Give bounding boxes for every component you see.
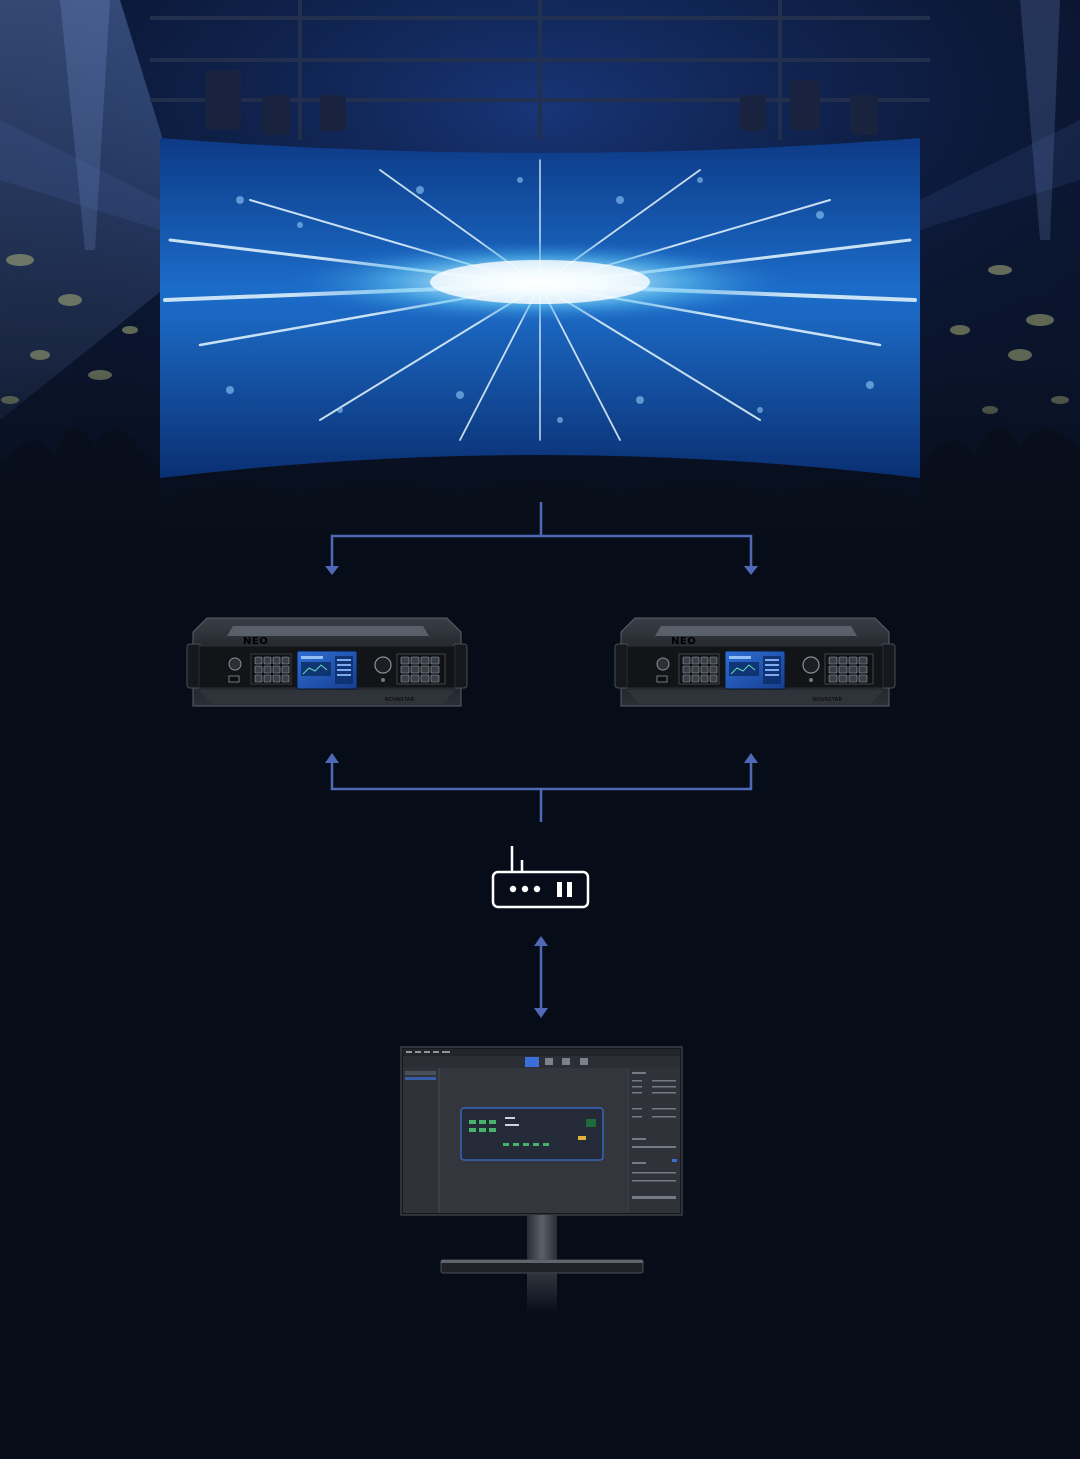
- control-knob: [802, 656, 820, 674]
- arrow-icon: [744, 753, 758, 763]
- control-computer-monitor: [400, 1046, 683, 1313]
- connector-router-to-processors: [330, 762, 753, 822]
- connector-router-to-computer: [534, 936, 548, 1018]
- usb-port: [656, 675, 668, 683]
- processor-manufacturer: NOVASTAR: [813, 697, 842, 703]
- router-icon: [491, 846, 590, 909]
- power-knob: [228, 657, 242, 671]
- arrow-icon: [325, 566, 339, 575]
- power-knob: [656, 657, 670, 671]
- arrow-icon: [534, 936, 548, 946]
- processor-brand: NEO: [671, 636, 696, 647]
- video-processor-left: NEO NOVASTAR: [186, 617, 468, 707]
- processor-manufacturer: NOVASTAR: [385, 697, 414, 703]
- processor-brand: NEO: [243, 636, 268, 647]
- curved-led-screen: [160, 138, 920, 478]
- control-knob: [374, 656, 392, 674]
- connector-screen-to-processors: [330, 502, 753, 568]
- usb-port: [228, 675, 240, 683]
- arrow-icon: [534, 1008, 548, 1018]
- video-processor-right: NEO NOVASTAR: [614, 617, 896, 707]
- arrow-icon: [744, 566, 758, 575]
- arrow-icon: [325, 753, 339, 763]
